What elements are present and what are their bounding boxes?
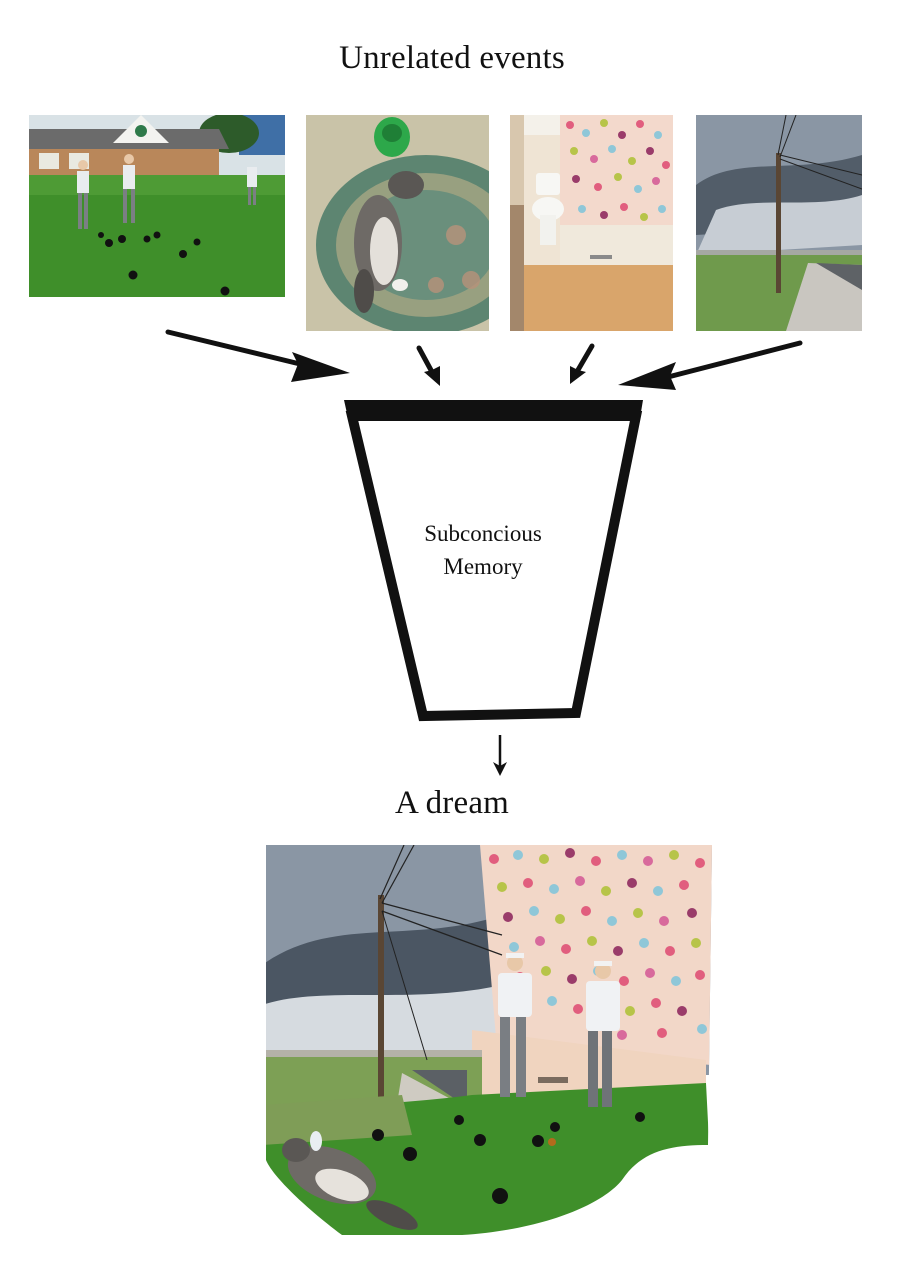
funnel-label: Subconcious Memory <box>388 517 578 583</box>
page-title: Unrelated events <box>339 40 565 76</box>
cat <box>282 1131 418 1230</box>
polka-dot-bathroom-photo <box>510 115 673 331</box>
bowls <box>372 1112 645 1204</box>
arrow-from-bowls <box>165 329 303 367</box>
cat-on-rug-photo <box>306 115 489 331</box>
arrow-from-street <box>665 340 803 380</box>
arrowhead-street <box>618 362 676 390</box>
curtain-dots <box>489 848 707 1040</box>
dream-title: A dream <box>394 785 510 821</box>
arrow-from-cat <box>416 345 435 375</box>
arrowhead-bath <box>570 366 586 384</box>
lawn-bowls-photo <box>29 115 285 297</box>
funnel-label-line2: Memory <box>443 554 523 579</box>
arrowhead-bowls <box>291 352 350 382</box>
stormy-street-photo <box>696 115 862 331</box>
arrowhead-cat <box>424 366 440 386</box>
arrow-from-bath <box>575 343 595 373</box>
arrow-down-head <box>493 762 507 776</box>
dream-collage-image <box>262 845 714 1240</box>
funnel-label-line1: Subconcious <box>424 521 542 546</box>
players <box>498 953 620 1107</box>
funnel-rim <box>344 400 643 418</box>
